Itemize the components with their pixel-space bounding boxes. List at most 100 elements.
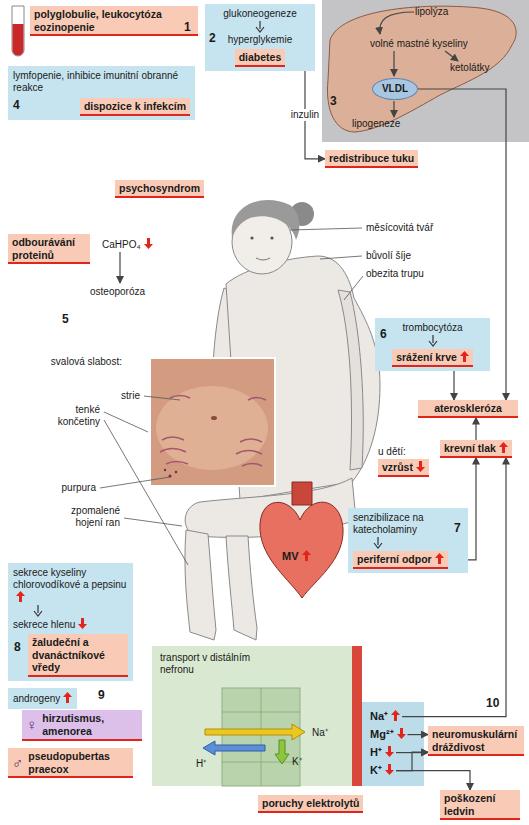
outcome-box: srážení krve — [392, 349, 473, 367]
mechanism-box: lymfopenie, inhibice imunitní obranné re… — [8, 66, 195, 120]
annotation: osteoporóza — [90, 286, 145, 298]
text-row: srážení krve — [396, 351, 469, 364]
node-text: neuromuskulární dráždivost — [432, 728, 517, 753]
text-row: sekrece hlenu — [13, 618, 87, 631]
node-text: Na⁺ — [370, 710, 388, 722]
text-row: lipogeneze — [352, 118, 400, 130]
node-text: Na⁺ — [312, 727, 328, 738]
outcome-box: ateroskleróza — [418, 400, 518, 418]
text-row: pseudopubertas praecox — [28, 750, 129, 775]
node-text: K⁺ — [292, 756, 302, 767]
connector — [396, 752, 428, 770]
arrow-shape — [391, 710, 400, 721]
label-text: osteoporóza — [90, 286, 145, 297]
label-text: purpura — [62, 482, 96, 493]
text-row: odbourávání proteinů — [12, 236, 86, 261]
blood-sample — [13, 24, 24, 56]
label-text: 8 — [14, 640, 21, 654]
node-text: H⁺ — [196, 758, 206, 769]
text-row: Mg²⁺ — [370, 728, 406, 741]
node-text: poškození ledvin — [444, 792, 495, 817]
liver-panel — [322, 0, 529, 142]
text-row: diabetes — [239, 51, 282, 64]
hair — [232, 200, 300, 240]
connector — [402, 458, 506, 717]
label-text: měsícovitá tvář — [366, 222, 433, 233]
tubule-cells — [222, 688, 300, 786]
flow-arrow-line — [34, 605, 42, 616]
annotation: obezita trupu — [366, 268, 424, 280]
red-arrow-up — [435, 553, 444, 564]
leg — [185, 530, 216, 640]
label-text: 1 — [184, 20, 191, 34]
outcome-box: u dětí: vzrůst — [378, 446, 429, 477]
liver-arrow — [380, 12, 414, 34]
node-text: u dětí: — [378, 446, 406, 457]
annotation: tenké končetiny — [48, 404, 100, 428]
arrow-shape — [397, 728, 406, 739]
text-row: ateroskleróza — [434, 402, 502, 415]
connector — [475, 418, 476, 440]
node-text: polyglobulie, leukocytóza eozinopenie — [34, 8, 162, 33]
label-text: strie — [121, 390, 140, 401]
red-arrow-down — [78, 618, 87, 629]
text-row: ♂ — [12, 755, 23, 770]
node-text: lipolýza — [415, 6, 448, 17]
node-text: VLDL — [382, 83, 408, 94]
text-row: žaludeční a dvanáctníkové vředy — [32, 636, 124, 674]
belly-skin — [156, 386, 268, 470]
flow-arrow — [373, 537, 383, 549]
mechanism-box: sekrece kyseliny chlorovodíkové a pepsin… — [8, 563, 133, 681]
annotation: bůvolí šíje — [366, 250, 411, 262]
outcome-box: periferní odpor — [353, 551, 448, 569]
node-text: hirzutismus, amenorea — [42, 712, 104, 737]
node-text: H⁺ — [370, 746, 382, 758]
node-text: psychosyndrom — [119, 182, 200, 194]
connector — [396, 771, 470, 790]
text-row: psychosyndrom — [119, 182, 200, 195]
potassium-arrow — [275, 740, 289, 764]
red-arrow-up — [63, 692, 72, 703]
formula-label: CaHPO₄ — [102, 238, 153, 251]
arrow-shape — [385, 764, 394, 775]
flow-arrow — [428, 335, 438, 347]
ion-row: Mg²⁺ — [368, 728, 408, 741]
node-text: K⁺ — [370, 764, 382, 776]
label-text: tenké končetiny — [58, 404, 100, 427]
label-text: 4 — [13, 98, 20, 112]
red-arrow-up — [302, 550, 311, 561]
edge-label: inzulin — [289, 109, 321, 121]
nephron-panel: transport v distálním nefronuNa⁺H⁺K⁺ — [152, 646, 360, 786]
finding-box: polyglobulie, leukocytóza eozinopenie — [30, 6, 198, 36]
label-text: 10 — [486, 696, 499, 710]
node-text: ateroskleróza — [434, 402, 502, 414]
node-text: poruchy elektrolytů — [262, 797, 359, 809]
node-text: vzrůst — [382, 461, 413, 473]
node-text: androgeny — [13, 693, 60, 704]
ion-row: Na⁺ — [368, 710, 402, 723]
flow-arrow-line — [256, 21, 264, 32]
outcome-box: žaludeční a dvanáctníkové vředy — [28, 634, 128, 677]
eye — [270, 236, 273, 239]
arrow-shape — [416, 461, 425, 472]
text-row: sekrece kyseliny chlorovodíkové a pepsin… — [13, 567, 128, 604]
label-text: zpomalené hojení ran — [71, 505, 120, 528]
navel — [211, 416, 217, 420]
label-text: bůvolí šíje — [366, 250, 411, 261]
outcome-box: diabetes — [235, 49, 286, 67]
flow-arrow — [255, 21, 265, 33]
text-row: trombocytóza — [402, 322, 462, 334]
node-text: ♂ — [12, 754, 23, 771]
label-text: 2 — [209, 31, 216, 45]
text-row: senzibilizace na katecholaminy — [353, 512, 463, 536]
liver-arrow — [445, 51, 458, 61]
node-text: sekrece kyseliny chlorovodíkové a pepsin… — [13, 567, 126, 590]
text-row: hyperglykemie — [228, 34, 292, 46]
node-text: odbourávání proteinů — [12, 236, 75, 261]
red-arrow-up — [460, 351, 469, 362]
node-text: hyperglykemie — [228, 34, 292, 45]
flow-arrow — [119, 252, 120, 283]
flow-arrow-line — [429, 335, 437, 346]
liver-panel: lipolýzavolné mastné kyselinyketolátkyli… — [322, 0, 529, 142]
mechanism-box: glukoneogenezehyperglykemiediabetes — [205, 4, 315, 71]
